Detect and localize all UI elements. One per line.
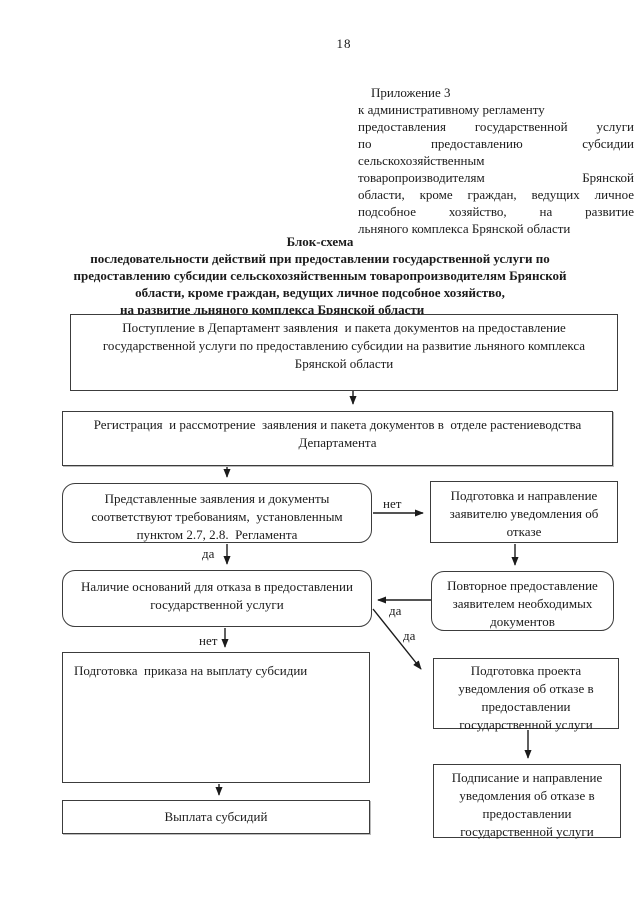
appendix-note-line: льняного комплекса Брянской области — [358, 221, 571, 236]
appendix-note-line: области, кроме граждан, ведущих личное — [358, 187, 634, 202]
box-resubmission: Повторное предоставление заявителем необ… — [431, 571, 614, 631]
flowchart-title-line: Блок-схема — [286, 234, 354, 249]
flowchart-title-line: области, кроме граждан, ведущих личное п… — [135, 285, 505, 300]
box-compliance-check: Представленные заявления и документы соо… — [62, 483, 372, 543]
label-no-grounds: нет — [199, 633, 218, 648]
appendix-note-line: подсобное хозяйство, на развитие — [358, 204, 634, 219]
flowchart-title-line: на развитие льняного комплекса Брянской … — [120, 302, 425, 317]
box-payment: Выплата субсидий — [62, 800, 370, 834]
label-yes-compliance: да — [202, 546, 215, 561]
flowchart-title-line: предоставлению субсидии сельскохозяйстве… — [73, 268, 567, 283]
label-yes-resubmission: да — [389, 603, 402, 618]
appendix-note-line: Приложение 3 — [371, 85, 451, 100]
flowchart-title: Блок-схема последовательности действий п… — [30, 233, 610, 318]
appendix-note-line: товаропроизводителям Брянской — [358, 170, 634, 185]
label-yes-grounds: да — [403, 628, 416, 643]
box-refusal-draft: Подготовка проекта уведомления об отказе… — [433, 658, 619, 732]
appendix-note-line: сельскохозяйственным — [358, 153, 485, 168]
appendix-note-line: предоставления государственной услуги — [358, 119, 634, 134]
appendix-note-line: к административному регламенту — [358, 102, 545, 117]
label-no-compliance: нет — [383, 496, 402, 511]
box-registration: Регистрация и рассмотрение заявления и п… — [62, 411, 613, 466]
box-refusal-notice-prep: Подготовка и направление заявителю уведо… — [430, 481, 618, 543]
flowchart-title-line: последовательности действий при предоста… — [90, 251, 550, 266]
page-number: 18 — [336, 36, 352, 51]
box-intake: Поступление в Департамент заявления и па… — [70, 314, 618, 391]
box-order-prep: Подготовка приказа на выплату субсидии — [62, 652, 370, 783]
appendix-note-line: по предоставлению субсидии — [358, 136, 634, 151]
appendix-note: Приложение 3 к административному регламе… — [358, 84, 634, 237]
box-refusal-signing: Подписание и направление уведомления об … — [433, 764, 621, 839]
box-grounds-check: Наличие оснований для отказа в предостав… — [62, 570, 372, 627]
